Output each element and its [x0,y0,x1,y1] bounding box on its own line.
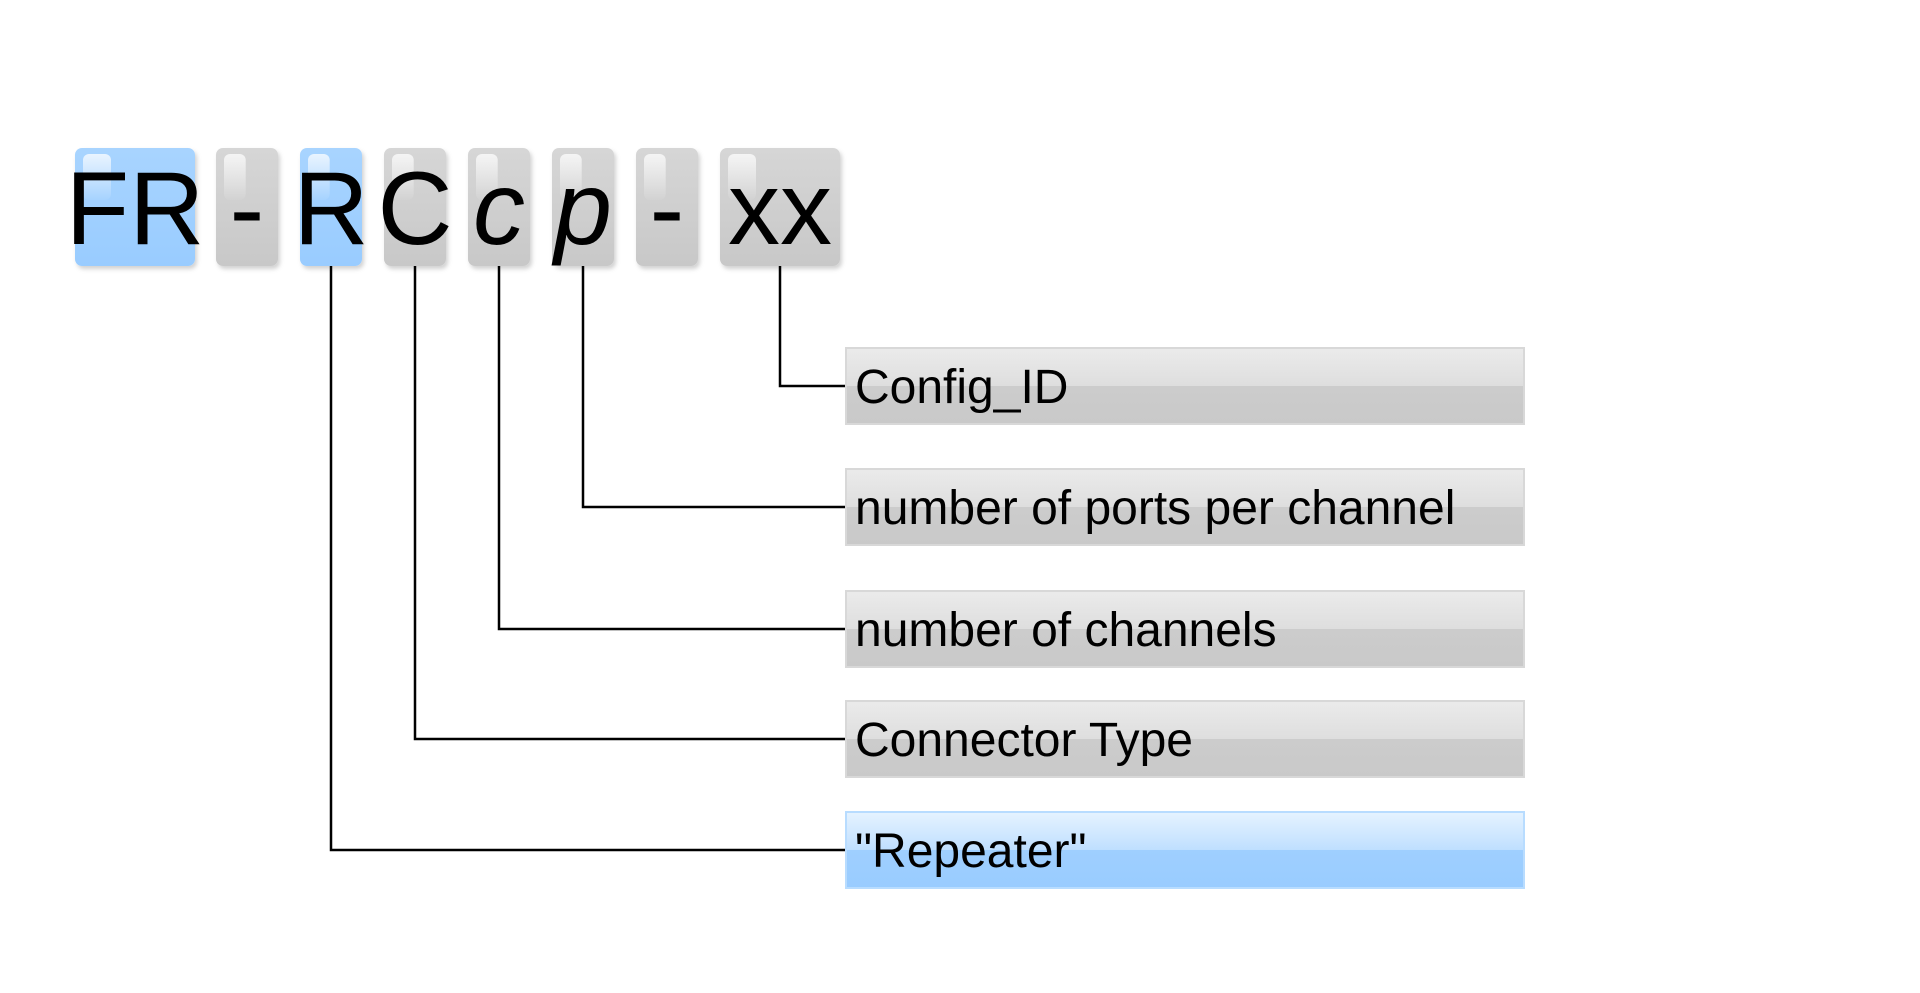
label-connector-box [845,700,1525,778]
segment-dash2: - [636,148,698,267]
segment-fr: FR [66,148,205,267]
label-repeater: "Repeater" [845,811,1525,889]
connector-line-repeater [329,266,846,852]
segment-c-upper-text: C [377,151,452,267]
label-connector: Connector Type [845,700,1525,778]
segment-dash1-text: - [230,151,265,267]
label-channels-box [845,590,1525,668]
segment-fr-text: FR [66,151,205,267]
segment-r-text: R [293,151,368,267]
segment-r: R [293,148,369,267]
segment-dash1: - [216,148,278,267]
label-config-id-box [845,347,1525,425]
label-channels-text: number of channels [855,604,1277,657]
segment-p-text: p [551,151,612,267]
label-ports-box [845,468,1525,546]
connector-line-connector [413,266,846,741]
segment-fr-gloss [83,154,111,200]
segment-c-upper-gloss [392,154,414,200]
segment-dash1-gloss [224,154,246,200]
segment-c-lower-gloss [476,154,498,200]
segment-c-lower-text: c [473,151,525,267]
label-repeater-box [845,811,1525,889]
segment-dash2-gloss [644,154,666,200]
label-ports: number of ports per channel [845,468,1525,546]
label-repeater-text: "Repeater" [855,825,1087,878]
label-config-id-text: Config_ID [855,361,1068,414]
segment-xx-gloss [728,154,756,200]
segment-c-upper: C [377,148,453,267]
label-channels: number of channels [845,590,1525,668]
connector-lines [329,266,846,852]
label-ports-text: number of ports per channel [855,482,1455,535]
segment-xx: xx [720,148,840,267]
connector-line-config-id [778,266,846,388]
segment-dash2-text: - [650,151,685,267]
label-connector-text: Connector Type [855,714,1193,767]
connector-line-channels [497,266,846,631]
segment-p: p [551,148,614,267]
label-config-id: Config_ID [845,347,1525,425]
segment-c-lower: c [468,148,530,267]
connector-line-ports [581,266,846,509]
segment-xx-text: xx [728,151,832,267]
segment-p-gloss [560,154,582,200]
segment-r-gloss [308,154,330,200]
